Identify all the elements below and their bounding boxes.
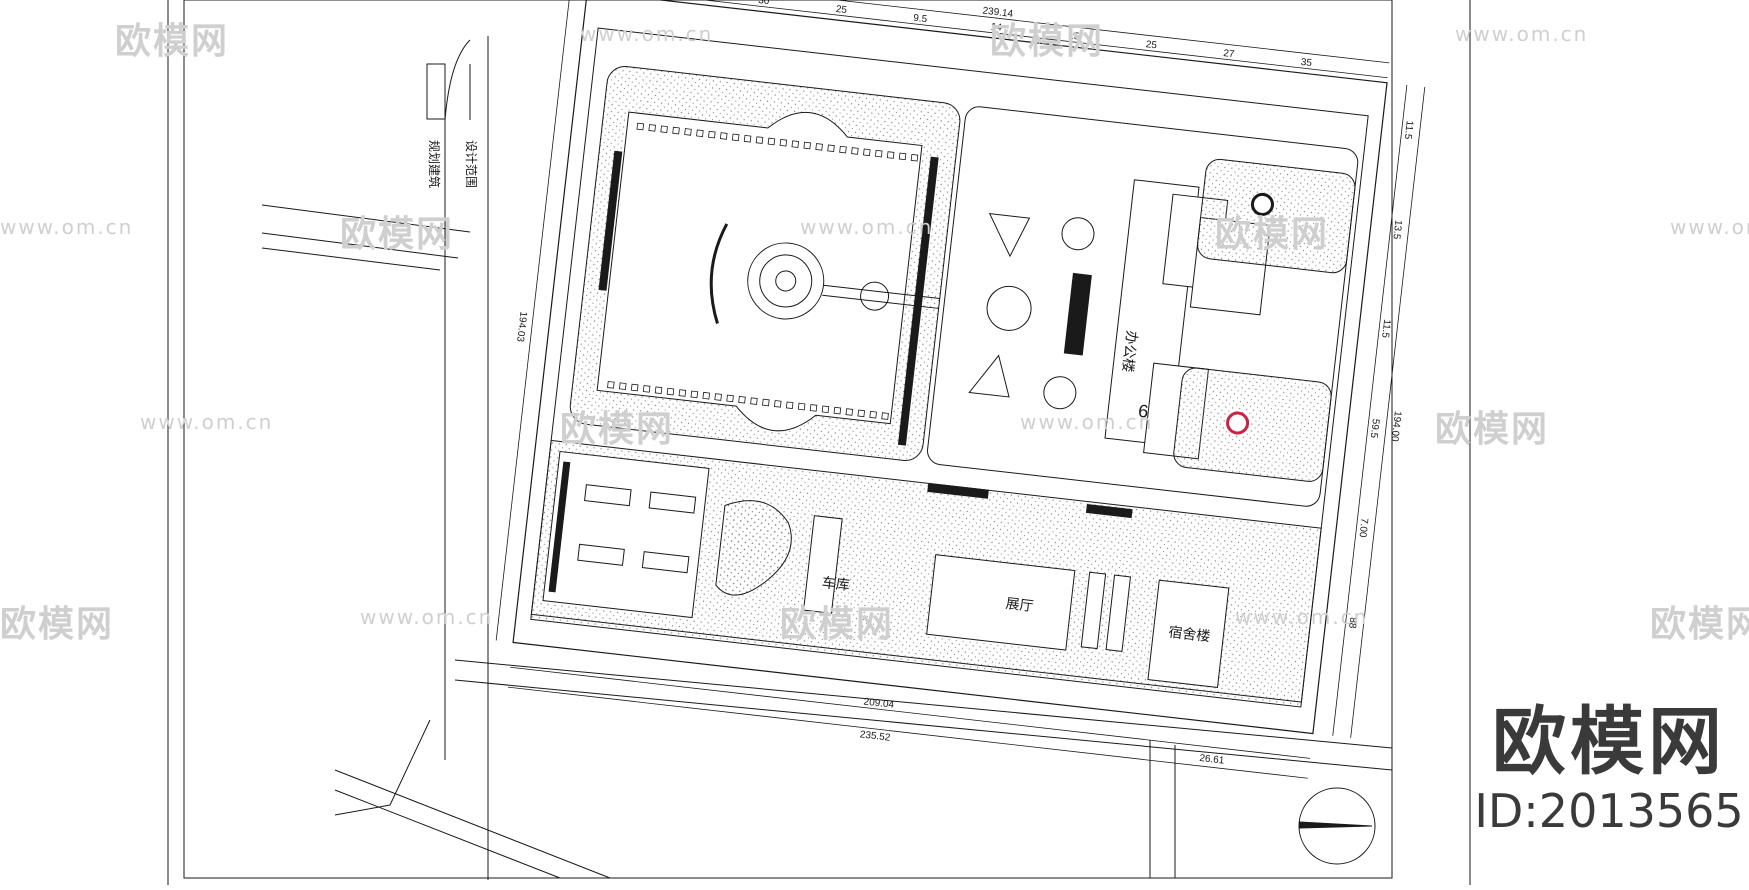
planting-marker bbox=[857, 409, 865, 418]
dim-top-seg: 30 bbox=[758, 0, 771, 7]
dim-top-seg: 15 bbox=[1068, 30, 1081, 42]
planting-marker bbox=[743, 134, 752, 143]
planting-marker bbox=[809, 404, 818, 412]
planting-marker bbox=[678, 389, 687, 397]
brand-id: ID:2013565 bbox=[1474, 784, 1744, 838]
legend: 规划建筑 设计范围 bbox=[426, 63, 478, 188]
planting-marker bbox=[630, 383, 639, 392]
planting-marker bbox=[863, 148, 871, 157]
planting-marker bbox=[708, 130, 716, 139]
office-label: 办公楼 bbox=[1120, 330, 1141, 374]
dim-right-total: 194.00 bbox=[1388, 410, 1402, 442]
planting-marker bbox=[827, 144, 835, 152]
planting-marker bbox=[845, 408, 854, 416]
brand-badge: 欧模网 ID:2013565 bbox=[1469, 700, 1749, 838]
planting-marker bbox=[779, 139, 788, 147]
planting-marker bbox=[607, 381, 615, 389]
planting-marker bbox=[886, 151, 895, 159]
planting-marker bbox=[696, 129, 704, 138]
dim-right-seg: 7.00 bbox=[1356, 517, 1369, 538]
dim-bottom-inner: 209.04 bbox=[863, 697, 895, 711]
dim-top-seg: 25 bbox=[835, 4, 848, 16]
north-arrow-icon bbox=[1298, 787, 1376, 865]
dim-top-seg: 27 bbox=[1223, 48, 1236, 60]
planting-marker bbox=[648, 124, 656, 132]
planting-marker bbox=[719, 132, 728, 140]
brand-name: 欧模网 bbox=[1492, 699, 1726, 785]
planting-marker bbox=[898, 152, 907, 161]
planting-marker bbox=[690, 390, 699, 399]
legend-design-label: 设计范围 bbox=[464, 140, 478, 188]
dim-right-seg: 11.5 bbox=[1379, 319, 1392, 339]
dim-bottom-total: 235.52 bbox=[859, 729, 891, 743]
planting-marker bbox=[738, 396, 746, 404]
planting-marker bbox=[755, 136, 764, 144]
planting-marker bbox=[672, 126, 680, 135]
planting-marker bbox=[833, 406, 842, 415]
planting-marker bbox=[731, 133, 740, 142]
planting-marker bbox=[702, 391, 710, 400]
dim-right-seg: 13.5 bbox=[1390, 219, 1403, 240]
planting-marker bbox=[642, 385, 651, 393]
sheet-frame bbox=[167, 0, 1471, 885]
planting-marker bbox=[619, 382, 627, 390]
dim-top-seg: 35 bbox=[1300, 57, 1313, 69]
site-block: 办公楼 展厅 宿舍楼 车库 6 239.14 194.00 235.52 bbox=[495, 0, 1426, 779]
plaza-north bbox=[569, 65, 961, 462]
planting-marker bbox=[785, 401, 794, 409]
planting-marker bbox=[791, 140, 800, 148]
planting-marker bbox=[815, 143, 823, 151]
planting-marker bbox=[774, 400, 782, 408]
dim-right-seg: 88 bbox=[1346, 617, 1358, 630]
dorm-label: 宿舍楼 bbox=[1168, 624, 1212, 645]
planting-marker bbox=[684, 128, 692, 136]
building-labels: 办公楼 展厅 宿舍楼 车库 6 bbox=[821, 330, 1212, 645]
planting-marker bbox=[654, 386, 663, 395]
dim-right-seg: 59.5 bbox=[1368, 418, 1381, 439]
planting-marker bbox=[750, 397, 758, 405]
dim-bottom-right: 26.61 bbox=[1199, 753, 1226, 767]
planting-marker bbox=[726, 394, 734, 403]
dim-top-total: 239.14 bbox=[982, 6, 1014, 20]
planting-marker bbox=[803, 141, 811, 150]
south-zone bbox=[530, 439, 1322, 708]
planting-marker bbox=[874, 149, 883, 158]
planting-marker bbox=[762, 398, 770, 407]
garage-label: 车库 bbox=[821, 574, 851, 593]
planting-marker bbox=[714, 393, 722, 401]
planting-marker bbox=[839, 145, 847, 154]
planting-marker bbox=[636, 122, 645, 131]
planting-marker bbox=[869, 410, 877, 419]
building-number: 6 bbox=[1137, 401, 1149, 422]
planting-marker bbox=[660, 125, 668, 133]
dim-left-total: 194.03 bbox=[514, 311, 528, 343]
planting-marker bbox=[797, 402, 806, 411]
dim-top-seg: 25 bbox=[1145, 39, 1158, 51]
hall-label: 展厅 bbox=[1005, 595, 1035, 614]
planting-marker bbox=[851, 147, 859, 155]
dimension-text: 239.14 194.00 235.52 209.04 26.61 194.03 bbox=[514, 6, 1403, 767]
legend-red-label: 规划建筑 bbox=[427, 140, 442, 188]
planting-marker bbox=[821, 405, 830, 414]
dim-top-seg: 14 bbox=[990, 22, 1003, 34]
planting-marker bbox=[767, 137, 776, 146]
planting-marker bbox=[910, 153, 919, 162]
dimension-lines bbox=[495, 0, 1426, 779]
dim-right-seg: 11.5 bbox=[1402, 120, 1415, 140]
planting-marker bbox=[666, 387, 675, 396]
planting-marker bbox=[881, 412, 889, 420]
office-area bbox=[927, 106, 1359, 507]
dim-top-seg: 9.5 bbox=[913, 13, 928, 26]
